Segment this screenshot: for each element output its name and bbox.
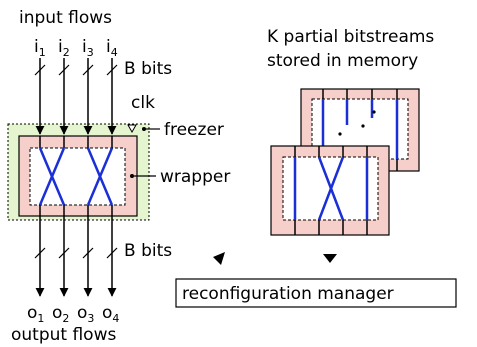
crossbar-connections <box>38 147 114 206</box>
input-i3-label: i3 <box>82 37 94 59</box>
input-flows-label: input flows <box>19 8 112 28</box>
bitstream-to-manager-arrow <box>323 254 337 263</box>
input-indices: i1 i2 i3 i4 <box>34 37 118 59</box>
output-o1-label: o1 <box>27 303 44 325</box>
reconfiguration-manager-box <box>175 278 457 308</box>
input-i1-label: i1 <box>34 37 46 59</box>
manager-to-freezer-arrow <box>213 252 225 265</box>
freezer-pointer-dot <box>142 127 146 131</box>
output-indices: o1 o2 o3 o4 <box>27 303 119 325</box>
clock-input-triangle <box>127 124 137 134</box>
output-arrows <box>35 205 117 297</box>
b-bits-bottom-label: B bits <box>124 241 172 261</box>
output-o3-label: o3 <box>77 303 94 325</box>
wrapper-label: wrapper <box>160 167 230 187</box>
partial-bitstreams-title-line1: K partial bitstreams <box>267 27 434 47</box>
freezer-label: freezer <box>164 120 224 140</box>
output-o4-label: o4 <box>102 303 119 325</box>
partial-bitstreams-title-line2: stored in memory <box>267 51 418 71</box>
ellipsis-dots <box>338 110 376 136</box>
b-bits-top-label: B bits <box>124 59 172 79</box>
clk-label: clk <box>131 93 155 113</box>
input-i2-label: i2 <box>58 37 70 59</box>
output-flows-label: output flows <box>11 325 116 345</box>
bus-slashes-top <box>34 64 118 76</box>
input-i4-label: i4 <box>106 37 118 59</box>
wrapper-pointer-dot <box>130 174 134 178</box>
output-o2-label: o2 <box>52 303 69 325</box>
bitstream-card-front <box>270 145 390 236</box>
reconfiguration-manager-label: reconfiguration manager <box>182 284 394 304</box>
bus-slashes-bottom <box>34 247 118 259</box>
